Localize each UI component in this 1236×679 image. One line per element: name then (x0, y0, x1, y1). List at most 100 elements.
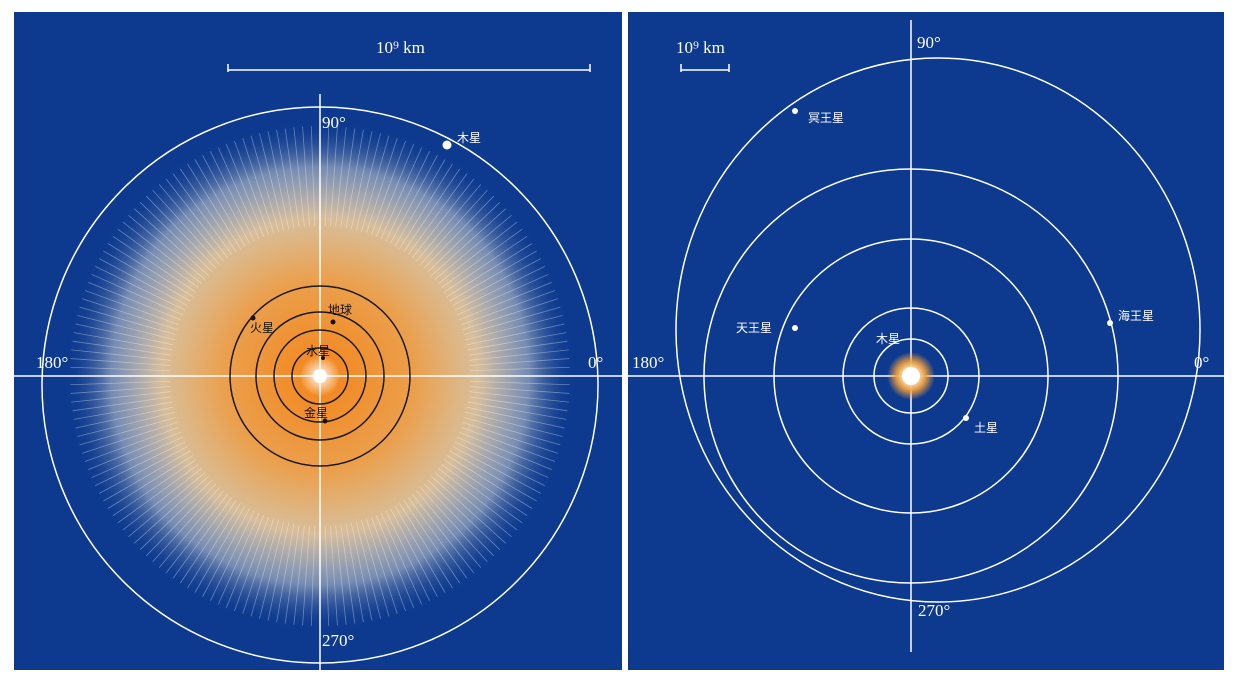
earth-orbit (255, 311, 385, 441)
glow-ray (441, 463, 523, 524)
glow-ray (259, 133, 285, 231)
glow-ray (234, 140, 270, 236)
glow-ray (267, 522, 290, 621)
venus-orbit (273, 329, 367, 423)
angle-label-90: 90° (322, 113, 346, 132)
glow-ray (152, 189, 220, 265)
glow-ray (79, 416, 176, 446)
glow-ray (462, 298, 558, 331)
glow-ray (370, 516, 406, 612)
glow-ray (434, 214, 512, 280)
uranus-orbit (773, 238, 1049, 514)
angle-label-0: 0° (1194, 353, 1209, 372)
glow-ray (469, 366, 570, 372)
earth-label: 地球 (328, 303, 352, 317)
glow-ray (412, 493, 475, 574)
glow-ray (88, 431, 182, 471)
glow-ray (427, 479, 501, 550)
glow-ray (172, 173, 233, 255)
glow-ray (345, 523, 364, 623)
glow-ray (324, 525, 330, 626)
glow-ray (324, 126, 330, 227)
glow-ray (70, 358, 171, 366)
mars-dot (250, 315, 256, 321)
glow-ray (70, 386, 171, 394)
glow-ray (202, 155, 250, 244)
glow-ray (128, 214, 206, 280)
jupiter-label: 木星 (876, 332, 900, 346)
inner-orbit-diagram: 木星 火星 地球 水星 金星 10⁹ km 90° 180° 0° 270° (14, 38, 622, 670)
glow-ray (460, 426, 556, 462)
glow-rays (70, 126, 570, 626)
scale-label: 10⁹ km (676, 38, 725, 57)
glow-ray (284, 524, 300, 624)
glow-ray (225, 514, 265, 608)
glow-ray (165, 178, 228, 259)
glow-ray (467, 401, 567, 420)
glow-ray (469, 386, 570, 394)
jupiter-orbit (41, 106, 599, 664)
uranus-dot (792, 325, 798, 331)
glow-ray (469, 349, 569, 361)
glow-ray (444, 459, 528, 517)
sun (313, 369, 327, 383)
jupiter-label: 木星 (457, 131, 481, 145)
glow-ray (412, 178, 475, 259)
glow-ray (431, 476, 507, 544)
glow-ray (117, 228, 199, 289)
glow-ray (84, 290, 180, 326)
glow-ray (91, 436, 184, 479)
glow-ray (330, 525, 338, 626)
glow-ray (423, 195, 494, 269)
glow-ray (465, 411, 563, 437)
glow-ray (202, 508, 250, 597)
jupiter-dot (442, 140, 452, 150)
glow-ray (350, 522, 373, 621)
glow-ray (452, 258, 541, 306)
glow-ray (75, 406, 174, 429)
glow-ray (158, 490, 224, 568)
glow-ray (293, 525, 305, 625)
glow-ray (469, 391, 569, 403)
glow-ray (210, 151, 255, 242)
glow-ray (456, 436, 549, 479)
mars-orbit (229, 285, 411, 467)
inner-solar-system-panel: 木星 火星 地球 水星 金星 10⁹ km 90° 180° 0° 270° (14, 12, 622, 670)
glow-ray (456, 273, 549, 316)
glow-ray (467, 332, 567, 351)
glow-ray (112, 235, 196, 293)
glow-ray (158, 184, 224, 262)
glow-ray (112, 459, 196, 517)
uranus-label: 天王星 (736, 321, 772, 335)
glow-ray (133, 208, 209, 276)
glow-ray (72, 340, 172, 356)
glow-ray (310, 525, 316, 626)
glow-ray (70, 380, 171, 386)
glow-ray (380, 512, 423, 605)
glow-ray (469, 380, 570, 386)
angle-label-90: 90° (917, 33, 941, 52)
glow-ray (82, 421, 178, 454)
glow-ray (423, 483, 494, 557)
glow-ray (250, 520, 280, 617)
glow-ray (95, 441, 186, 486)
venus-dot (322, 418, 328, 424)
glow-ray (75, 323, 174, 346)
glow-ray (416, 184, 482, 262)
glow-ray (468, 340, 568, 356)
angle-label-180: 180° (36, 353, 68, 372)
glow-ray (77, 315, 175, 341)
glow-ray (437, 221, 518, 284)
glow-ray (293, 127, 305, 227)
glow-ray (99, 446, 188, 494)
mercury-dot (321, 356, 325, 360)
glow-ray (407, 497, 468, 579)
glow-ray (187, 502, 241, 589)
glow-ray (72, 396, 172, 412)
glow-ray (146, 483, 217, 557)
glow-ray (360, 520, 390, 617)
saturn-orbit (842, 307, 980, 445)
glow-ray (71, 349, 171, 361)
glow-ray (420, 487, 488, 563)
glow-ray (458, 431, 552, 471)
